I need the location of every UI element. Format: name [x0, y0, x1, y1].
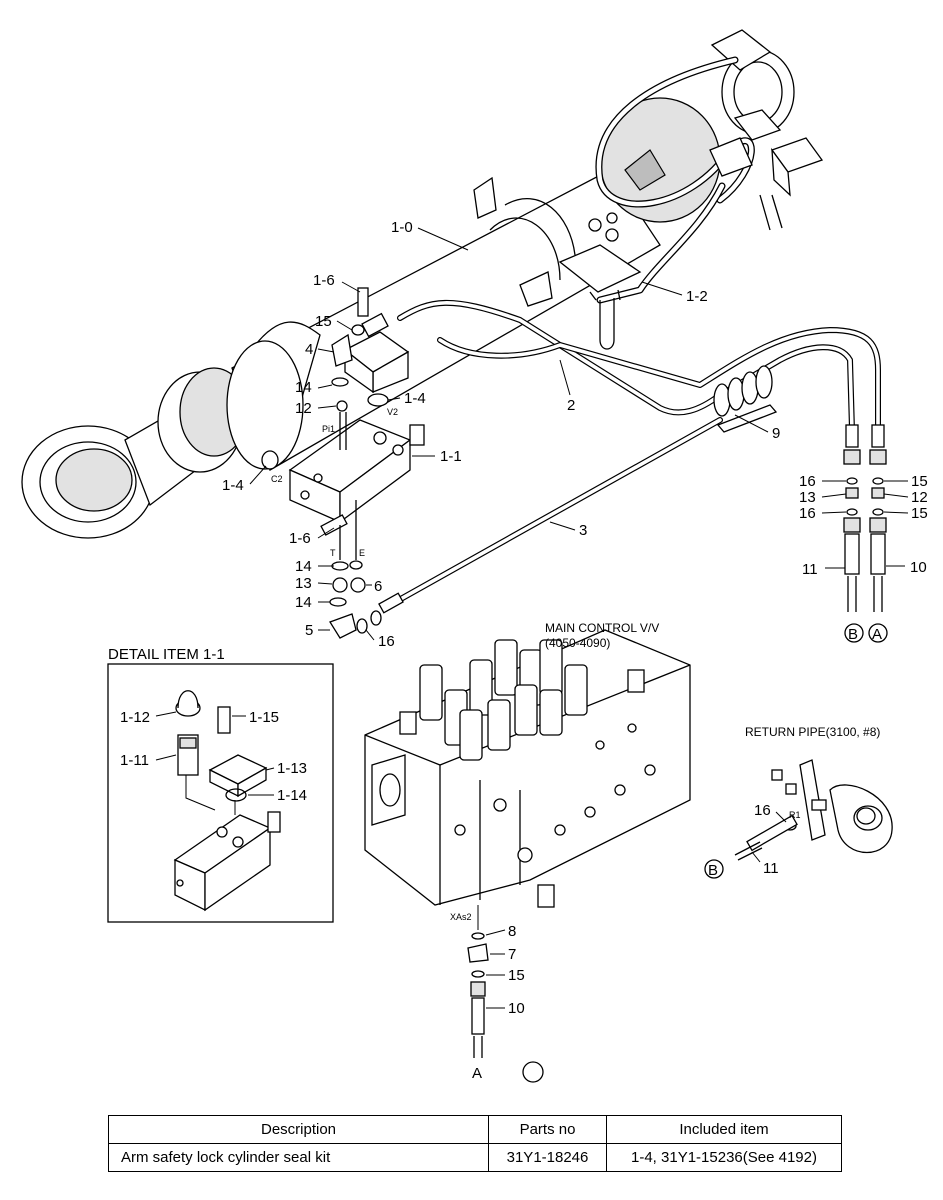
callout-12-right: 12 — [911, 489, 928, 506]
callout-1-11: 1-11 — [120, 752, 149, 769]
callout-1-15: 1-15 — [249, 709, 279, 726]
port-c2: C2 — [271, 474, 283, 484]
port-pi1: Pi1 — [322, 424, 335, 434]
callout-16-return: 16 — [754, 802, 771, 819]
hose-fittings-right — [843, 424, 887, 612]
callout-1-0: 1-0 — [391, 219, 413, 236]
safety-valve-1-1 — [261, 287, 425, 639]
callout-16: 16 — [378, 633, 395, 650]
callout-8: 8 — [508, 923, 516, 940]
detail-box — [107, 663, 334, 923]
callout-10: 10 — [910, 559, 927, 576]
connector-b-return: B — [708, 862, 718, 879]
main-control-valve — [364, 629, 691, 1058]
callout-1-14: 1-14 — [277, 787, 307, 804]
callout-13: 13 — [295, 575, 312, 592]
mcv-caption-line2: (4050-4090) — [545, 636, 610, 650]
callout-1-4-lower: 1-4 — [222, 477, 244, 494]
callout-10-mcv: 10 — [508, 1000, 525, 1017]
port-e: E — [359, 548, 365, 558]
return-pipe-caption: RETURN PIPE(3100, #8) — [745, 725, 880, 739]
captions: DETAIL ITEM 1-1 MAIN CONTROL V/V (4050-4… — [108, 621, 880, 739]
connector-b-return-circle — [704, 859, 724, 879]
callout-14-mid: 14 — [295, 558, 312, 575]
callout-1-12: 1-12 — [120, 709, 150, 726]
callout-15-mcv: 15 — [508, 967, 525, 984]
port-xas2: XAs2 — [450, 912, 472, 922]
callout-15: 15 — [315, 313, 332, 330]
detail-caption: DETAIL ITEM 1-1 — [108, 646, 225, 663]
callout-13-right: 13 — [799, 489, 816, 506]
connector-a: A — [872, 626, 882, 643]
table-header-row: Description Parts no Included item — [108, 1115, 842, 1144]
callout-1-6: 1-6 — [313, 272, 335, 289]
callout-labels: 1-0 1-2 1-6 15 4 14 12 1-4 2 1-4 1-1 9 1… — [120, 219, 928, 1017]
callout-16-right-mid: 16 — [799, 505, 816, 522]
callout-15-right-top: 15 — [911, 473, 928, 490]
spool-caps — [419, 639, 588, 761]
parts-table: Description Parts no Included item Arm s… — [108, 1115, 842, 1172]
mcv-caption-line1: MAIN CONTROL V/V — [545, 621, 659, 635]
callout-9: 9 — [772, 425, 780, 442]
callout-1-1: 1-1 — [440, 448, 462, 465]
header-included-item: Included item — [606, 1115, 842, 1144]
empty-circle — [522, 1061, 544, 1083]
header-description: Description — [108, 1115, 489, 1144]
connector-a-bottom: A — [472, 1065, 482, 1082]
pipe-2 — [397, 299, 881, 433]
cell-included-item: 1-4, 31Y1-15236(See 4192) — [606, 1143, 842, 1172]
callout-5: 5 — [305, 622, 313, 639]
callout-14: 14 — [295, 379, 312, 396]
port-marks: Pi1 V2 C2 T E XAs2 R1 — [271, 407, 801, 922]
callout-1-13: 1-13 — [277, 760, 307, 777]
clamp-9 — [713, 365, 778, 433]
port-r1: R1 — [789, 810, 801, 820]
callout-6: 6 — [374, 578, 382, 595]
pipe-3 — [378, 417, 723, 614]
callout-15-right-mid: 15 — [911, 505, 928, 522]
connector-b: B — [848, 626, 858, 643]
callout-1-4: 1-4 — [404, 390, 426, 407]
callout-3: 3 — [579, 522, 587, 539]
callout-14-low: 14 — [295, 594, 312, 611]
callout-1-6-lower: 1-6 — [289, 530, 311, 547]
arm-cylinder-assembly — [21, 29, 824, 539]
callout-11-return: 11 — [763, 860, 779, 877]
connector-b-circle — [844, 623, 864, 643]
callout-2: 2 — [567, 397, 575, 414]
callout-16-right-top: 16 — [799, 473, 816, 490]
connector-markers: B A A B — [472, 623, 888, 1083]
leader-lines — [155, 227, 909, 1009]
connector-a-circle — [868, 623, 888, 643]
return-pipe-detail — [734, 759, 893, 861]
port-v2: V2 — [387, 407, 398, 417]
callout-1-2: 1-2 — [686, 288, 708, 305]
callout-11: 11 — [802, 561, 818, 578]
callout-4: 4 — [305, 341, 313, 358]
callout-12: 12 — [295, 400, 312, 417]
cell-parts-no: 31Y1-18246 — [488, 1143, 607, 1172]
port-t: T — [330, 548, 336, 558]
callout-7: 7 — [508, 946, 516, 963]
cell-description: Arm safety lock cylinder seal kit — [108, 1143, 489, 1172]
table-row: Arm safety lock cylinder seal kit 31Y1-1… — [108, 1143, 842, 1172]
header-parts-no: Parts no — [488, 1115, 607, 1144]
